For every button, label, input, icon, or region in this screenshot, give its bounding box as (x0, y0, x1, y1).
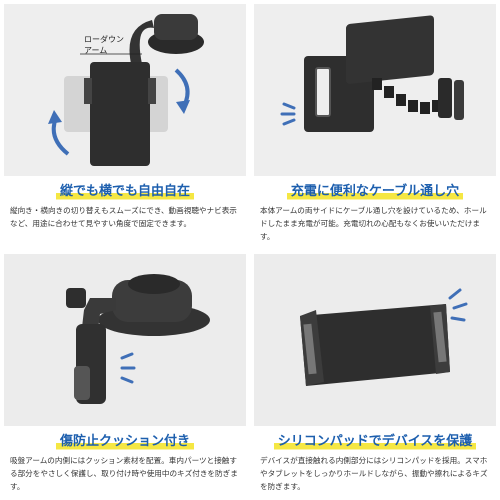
feature-description: 本体アームの両サイドにケーブル通し穴を設けているため、ホールドしたまま充電が可能… (260, 206, 487, 241)
feature-heading: 充電に便利なケーブル通し穴 (254, 180, 496, 202)
product-photo-cushion (4, 254, 246, 426)
cable-hole-illustration (254, 4, 496, 176)
product-photo-rotation: ローダウン アーム (4, 4, 246, 176)
feature-heading: シリコンパッドでデバイスを保護 (254, 430, 496, 452)
product-photo-cable-hole (254, 4, 496, 176)
feature-panel-cable-hole: 充電に便利なケーブル通し穴 本体アームの両サイドにケーブル通し穴を設けているため… (254, 4, 496, 246)
silicone-pad-illustration (254, 254, 496, 426)
feature-description: 縦向き・横向きの切り替えもスムーズにでき、動画視聴やナビ表示など、用途に合わせて… (10, 206, 237, 228)
feature-panel-cushion: 傷防止クッション付き 吸盤アームの内側にはクッション素材を配置。車内パーツと接触… (4, 254, 246, 496)
feature-panel-rotation: ローダウン アーム 縦でも横でも自由自在 縦向き・横向きの切り替えもスムーズにで… (4, 4, 246, 246)
feature-heading: 傷防止クッション付き (4, 430, 246, 452)
cushion-illustration (4, 254, 246, 426)
feature-panel-silicone-pad: シリコンパッドでデバイスを保護 デバイスが直接触れる内側部分にはシリコンパッドを… (254, 254, 496, 496)
feature-description: 吸盤アームの内側にはクッション素材を配置。車内パーツと接触する部分をやさしく保護… (10, 456, 238, 491)
feature-heading: 縦でも横でも自由自在 (4, 180, 246, 202)
rotation-illustration (4, 4, 246, 176)
arm-callout: ローダウン アーム (84, 35, 124, 55)
feature-description: デバイスが直接触れる内側部分にはシリコンパッドを採用。スマホやタブレットをしっか… (260, 456, 488, 491)
product-photo-silicone-pad (254, 254, 496, 426)
